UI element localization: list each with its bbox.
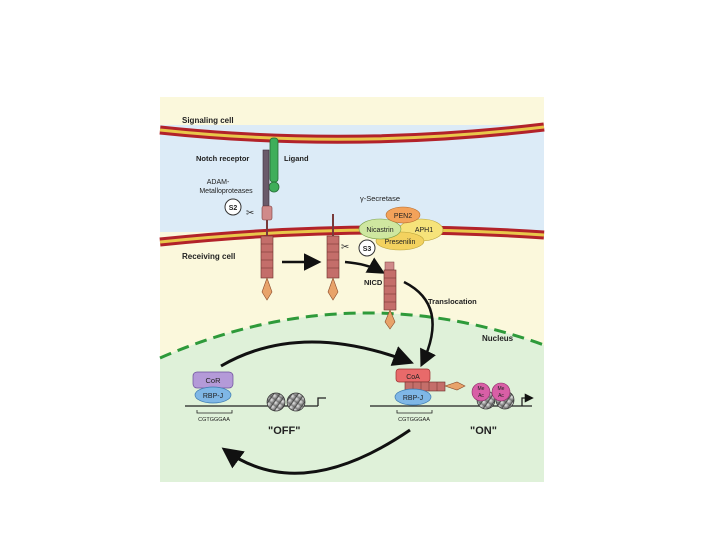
nicastrin-label: Nicastrin: [366, 227, 393, 234]
translocation-label: Translocation: [428, 297, 477, 306]
on-state: CoA RBP-J CGTGGGAA: [370, 368, 534, 423]
nicd-label: NICD: [364, 278, 383, 287]
rbpj-left-label: RBP-J: [203, 393, 223, 400]
translocation-arrow: [403, 280, 436, 368]
dna-bracket-left: [196, 410, 233, 414]
s2-badge: [224, 198, 242, 216]
rbpj-left: [194, 386, 232, 404]
acetyl-mark-1: [471, 382, 491, 402]
pen2-subunit: [385, 206, 421, 224]
receiving-membrane: [159, 225, 545, 247]
presenilin-label: Presenilin: [385, 239, 416, 246]
acetyl-mark-2: [491, 382, 511, 402]
dna-seq-right: CGTGGGAA: [398, 417, 430, 423]
s3-label: S3: [363, 246, 372, 253]
me-label-2: Me: [498, 386, 505, 392]
nucleus-region: [160, 312, 544, 482]
adam-label-line1: ADAM-: [207, 179, 230, 186]
tss-arrow-left: [317, 397, 326, 406]
pen2-label: PEN2: [394, 213, 412, 220]
s2-label: S2: [229, 205, 238, 212]
intercellular-space: [160, 125, 544, 240]
activation-cycle-arrow: [220, 340, 414, 368]
off-state: CoR RBP-J CGTGGGAA: [185, 371, 326, 423]
rbpj-right-label: RBP-J: [403, 395, 423, 402]
release-arrow: [344, 257, 386, 274]
cor-label: CoR: [205, 376, 221, 385]
ligand-label: Ligand: [284, 154, 309, 163]
tss-arrow-right: [521, 393, 534, 406]
nucleus-label: Nucleus: [482, 334, 514, 343]
off-label: "OFF": [268, 425, 300, 437]
aph1-label: APH1: [415, 227, 433, 234]
signaling-cell-label: Signaling cell: [182, 116, 234, 125]
gamma-secretase-label: γ-Secretase: [360, 194, 400, 203]
signaling-membrane: [159, 122, 545, 144]
coa-label: CoA: [406, 374, 420, 381]
repression-cycle-arrow: [221, 428, 411, 475]
nicastrin-subunit: [358, 218, 402, 240]
nucleosome-1: [266, 392, 286, 412]
on-label: "ON": [470, 425, 497, 437]
ac-label-2: Ac: [498, 393, 504, 399]
dna-bracket-right: [396, 410, 433, 414]
adam-label-line2: Metalloproteases: [199, 188, 253, 195]
gamma-secretase-complex: [358, 206, 444, 251]
ligand: [268, 137, 280, 193]
nuclear-envelope: [159, 311, 545, 360]
scissors-icon-s3: ✂: [341, 242, 349, 253]
nicd: [383, 261, 397, 330]
dna-seq-left: CGTGGGAA: [198, 417, 230, 423]
receiving-cell-label: Receiving cell: [182, 252, 235, 261]
notch-receptor-label: Notch receptor: [196, 154, 249, 163]
nucleosome-2: [286, 392, 306, 412]
rbpj-right: [394, 388, 432, 406]
notch-receptor-cleaved: [326, 214, 340, 301]
ac-label-1: Ac: [478, 393, 484, 399]
s3-badge: [358, 239, 376, 257]
notch-receptor-full: [260, 149, 274, 301]
scissors-icon: ✂: [246, 208, 254, 219]
me-label-1: Me: [478, 386, 485, 392]
backgrounds: [160, 97, 544, 482]
